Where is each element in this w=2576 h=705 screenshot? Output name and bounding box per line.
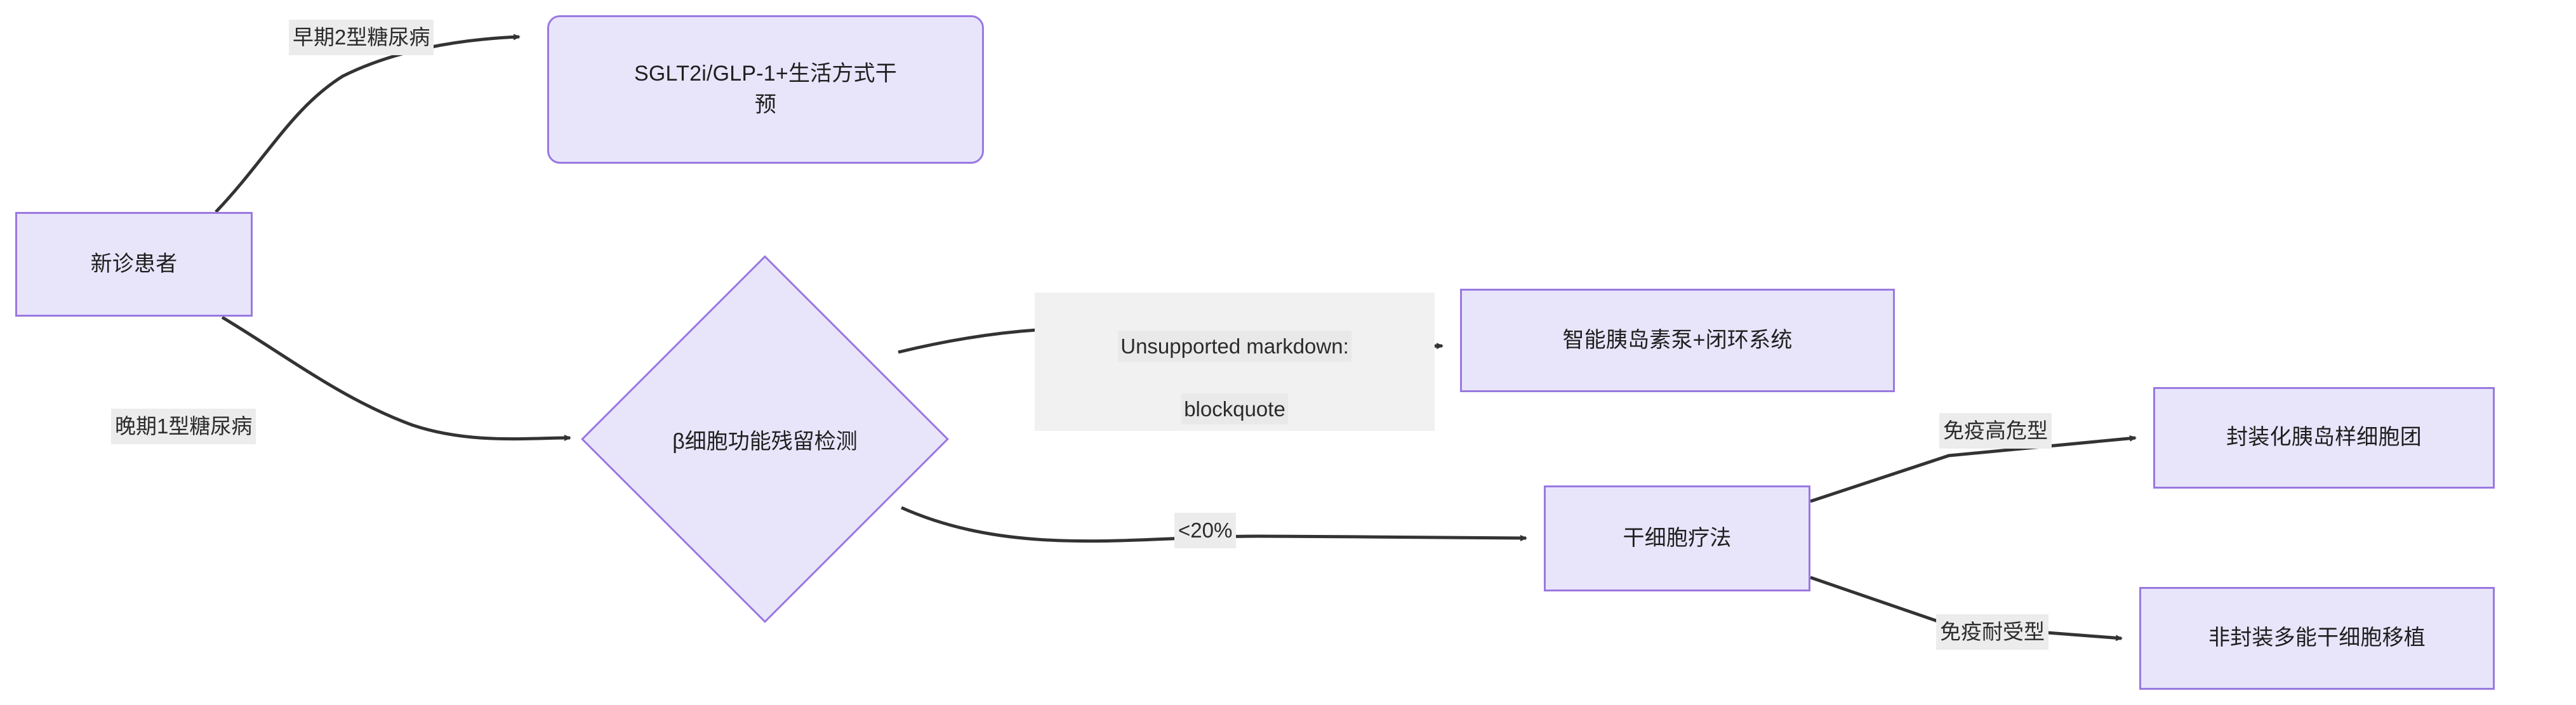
node-beta-cell-residual-test-label: β细胞功能残留检测 [672,429,858,454]
node-unencapsulated-stem-cell-transplant[interactable]: 非封装多能干细胞移植 [2139,587,2495,690]
edge-label-early-t2d: 早期2型糖尿病 [289,20,434,55]
edge-n1-n3 [221,315,571,442]
node-encapsulated-islet-cluster[interactable]: 封装化胰岛样细胞团 [2153,387,2495,489]
edge-label-line-2: blockquote [1181,393,1288,425]
node-smart-insulin-pump[interactable]: 智能胰岛素泵+闭环系统 [1460,289,1895,392]
edge-label-line-1: Unsupported markdown: [1118,330,1351,362]
edge-label-unsupported-markdown: Unsupported markdown: blockquote [1035,293,1435,431]
edge-label-immune-tolerant: 免疫耐受型 [1936,614,2048,650]
node-encapsulated-islet-cluster-label: 封装化胰岛样细胞团 [2226,425,2422,450]
node-sglt2i-glp1-lifestyle[interactable]: SGLT2i/GLP-1+生活方式干 预 [547,15,984,164]
node-beta-cell-residual-test[interactable]: β细胞功能残留检测 [581,255,949,623]
node-smart-insulin-pump-label: 智能胰岛素泵+闭环系统 [1562,327,1793,352]
node-new-patient-label: 新诊患者 [90,251,178,276]
edge-label-immune-high-risk: 免疫高危型 [1939,413,2052,449]
node-new-patient[interactable]: 新诊患者 [15,212,253,317]
node-stem-cell-therapy[interactable]: 干细胞疗法 [1544,485,1810,591]
node-sglt2i-glp1-lifestyle-label: SGLT2i/GLP-1+生活方式干 预 [634,61,897,117]
node-stem-cell-therapy-label: 干细胞疗法 [1623,525,1732,550]
edge-label-late-t1d: 晚期1型糖尿病 [111,409,256,444]
edge-n1-n2 [215,34,521,213]
edge-label-lt-20-percent: <20% [1174,513,1237,548]
node-unencapsulated-stem-cell-transplant-label: 非封装多能干细胞移植 [2208,626,2426,650]
